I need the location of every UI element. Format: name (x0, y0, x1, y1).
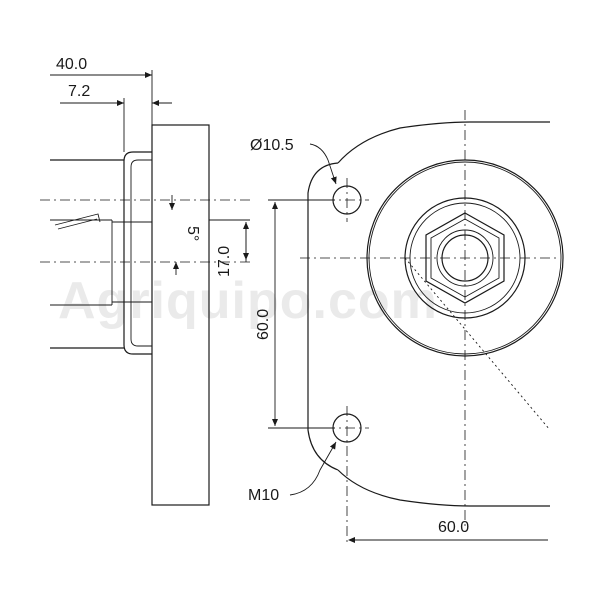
dimension-60-vertical-label: 60.0 (255, 309, 272, 340)
watermark-text: Agriquipo.com (58, 272, 438, 330)
side-view: 40.0 7.2 5° 17.0 (40, 56, 250, 506)
spigot-inner (130, 159, 152, 347)
flange-plate (151, 124, 210, 506)
flange-outline-top (337, 121, 550, 164)
dimension-17-label: 17.0 (216, 246, 233, 277)
flange-outline-bottom (337, 469, 550, 507)
angle-5-label: 5° (184, 226, 201, 241)
front-view: Ø10.5 60.0 M10 60.0 (248, 110, 564, 545)
hex-nut (425, 212, 505, 304)
thread-label: M10 (248, 487, 279, 504)
shaft-key-edge (57, 218, 98, 230)
hole-diameter-label: Ø10.5 (250, 137, 294, 154)
hole-diameter-leader (309, 143, 337, 185)
dimension-40-label: 40.0 (56, 56, 87, 73)
dimension-7-2-label: 7.2 (68, 83, 90, 100)
shaft-key (54, 213, 101, 226)
flange-left-edge (307, 162, 339, 471)
dimension-60-horizontal-label: 60.0 (438, 519, 469, 536)
thread-leader (289, 441, 337, 496)
spigot (123, 151, 152, 355)
